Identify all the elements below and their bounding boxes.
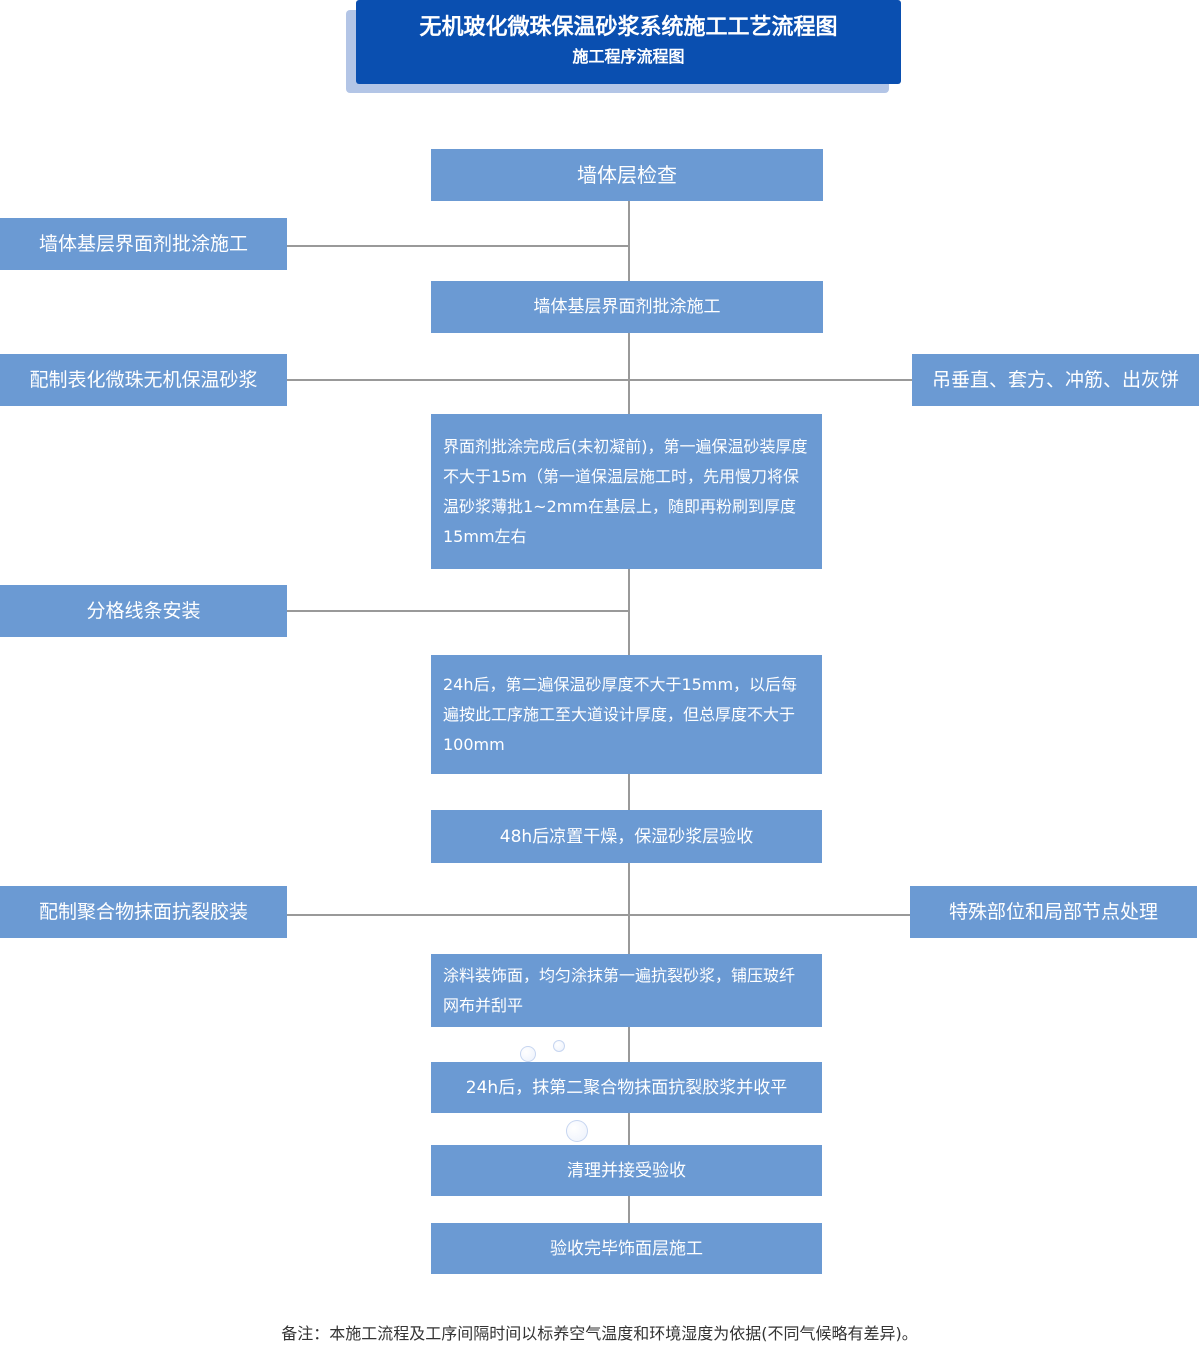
- left-input-mix-insulation-mortar: 配制表化微珠无机保温砂浆: [0, 354, 287, 406]
- left-input-label: 墙体基层界面剂批涂施工: [38, 233, 248, 255]
- title-banner: 无机玻化微珠保温砂浆系统施工工艺流程图 施工程序流程图: [356, 0, 901, 84]
- flow-step-label: 清理并接受验收: [567, 1160, 686, 1181]
- flow-step-label: 24h后，第二遍保温砂厚度不大于15mm，以后每遍按此工序施工至大道设计厚度，但…: [443, 674, 798, 754]
- branch-connector-1: [287, 245, 629, 247]
- flow-step-label: 界面剂批涂完成后(未初凝前)，第一遍保温砂装厚度不大于15m（第一道保温层施工时…: [443, 436, 808, 546]
- flow-step-cleanup-acceptance: 清理并接受验收: [431, 1145, 822, 1196]
- branch-connector-3: [287, 610, 629, 612]
- left-input-polymer-mortar: 配制聚合物抹面抗裂胶装: [0, 886, 287, 938]
- branch-connector-2: [287, 379, 912, 381]
- right-input-label: 特殊部位和局部节点处理: [948, 901, 1158, 923]
- page-subtitle: 施工程序流程图: [572, 47, 685, 66]
- right-input-special-nodes: 特殊部位和局部节点处理: [910, 886, 1197, 938]
- page-title: 无机玻化微珠保温砂浆系统施工工艺流程图: [419, 15, 838, 40]
- right-input-plumb-square: 吊垂直、套方、冲筋、出灰饼: [912, 354, 1199, 406]
- flow-step-label: 验收完毕饰面层施工: [550, 1238, 703, 1259]
- right-input-label: 吊垂直、套方、冲筋、出灰饼: [931, 369, 1179, 391]
- left-input-interface-agent: 墙体基层界面剂批涂施工: [0, 218, 287, 270]
- flow-step-second-insulation-coat: 24h后，第二遍保温砂厚度不大于15mm，以后每遍按此工序施工至大道设计厚度，但…: [431, 655, 822, 774]
- left-input-label: 分格线条安装: [86, 600, 201, 622]
- flow-step-drying-acceptance: 48h后凉置干燥，保湿砂浆层验收: [431, 810, 822, 863]
- flow-step-interface-agent: 墙体基层界面剂批涂施工: [431, 281, 823, 333]
- decorative-bubble: [566, 1120, 588, 1142]
- flow-step-wall-inspection: 墙体层检查: [431, 149, 823, 201]
- branch-connector-4: [287, 914, 910, 916]
- flow-step-label: 涂料装饰面，均匀涂抹第一遍抗裂砂浆，铺压玻纤网布并刮平: [443, 965, 796, 1015]
- footnote: 备注：本施工流程及工序间隔时间以标养空气温度和环境湿度为依据(不同气候略有差异)…: [281, 1324, 918, 1343]
- flow-step-first-insulation-coat: 界面剂批涂完成后(未初凝前)，第一遍保温砂装厚度不大于15m（第一道保温层施工时…: [431, 414, 822, 569]
- flow-step-label: 墙体层检查: [577, 163, 677, 187]
- flow-step-label: 24h后，抹第二聚合物抹面抗裂胶浆并收平: [465, 1077, 788, 1098]
- flow-step-label: 48h后凉置干燥，保湿砂浆层验收: [499, 826, 754, 847]
- decorative-bubble: [520, 1046, 536, 1062]
- decorative-bubble: [553, 1040, 565, 1052]
- flow-step-anti-crack-mesh: 涂料装饰面，均匀涂抹第一遍抗裂砂浆，铺压玻纤网布并刮平: [431, 954, 822, 1027]
- flow-step-finish-layer: 验收完毕饰面层施工: [431, 1223, 822, 1274]
- left-input-divider-strips: 分格线条安装: [0, 585, 287, 637]
- left-input-label: 配制表化微珠无机保温砂浆: [29, 369, 258, 391]
- flow-step-second-anti-crack: 24h后，抹第二聚合物抹面抗裂胶浆并收平: [431, 1062, 822, 1113]
- left-input-label: 配制聚合物抹面抗裂胶装: [38, 901, 248, 923]
- flow-step-label: 墙体基层界面剂批涂施工: [533, 297, 721, 317]
